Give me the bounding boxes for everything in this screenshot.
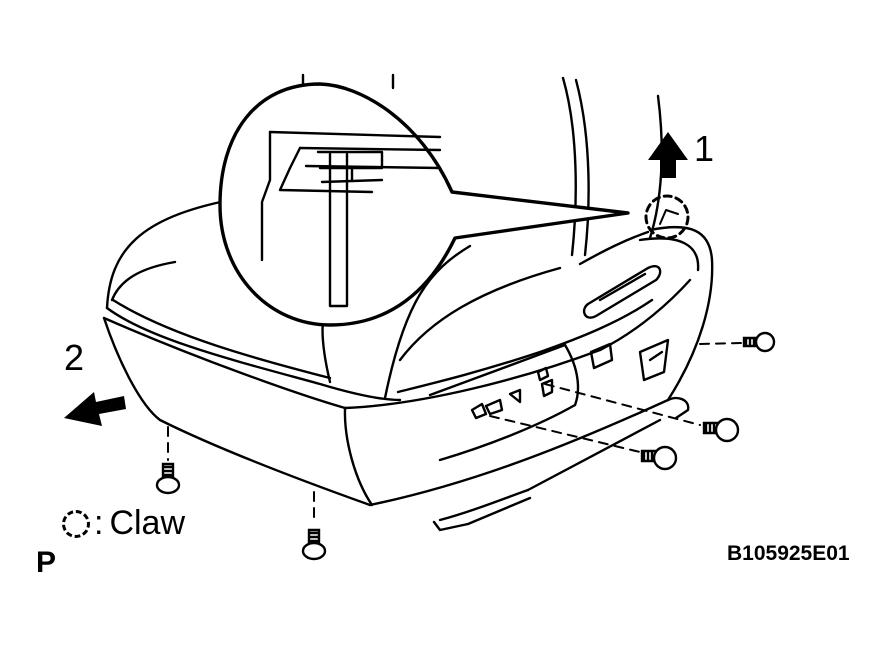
screw-icon xyxy=(155,462,181,495)
fastener-guides xyxy=(167,342,743,525)
screw-icon xyxy=(702,417,740,443)
pull-up-arrow-icon xyxy=(648,132,688,178)
orientation-mark: P xyxy=(36,546,57,579)
screw-icon xyxy=(640,445,678,471)
pull-forward-arrow-icon xyxy=(64,392,126,426)
claw-location-marker xyxy=(644,194,690,240)
legend-colon: : xyxy=(94,504,104,542)
claw-icon xyxy=(62,509,90,538)
legend-text: Claw xyxy=(109,504,186,542)
step-1-label: 1 xyxy=(694,128,715,169)
detail-callout xyxy=(218,82,630,327)
step-2-label: 2 xyxy=(64,337,85,378)
figure-id: B105925E01 xyxy=(727,542,850,565)
screw-icon xyxy=(742,331,776,353)
seat-cushion xyxy=(105,198,654,402)
claw-legend: : Claw xyxy=(62,504,185,543)
seat-rail xyxy=(432,396,690,532)
screw-icon xyxy=(301,528,327,561)
